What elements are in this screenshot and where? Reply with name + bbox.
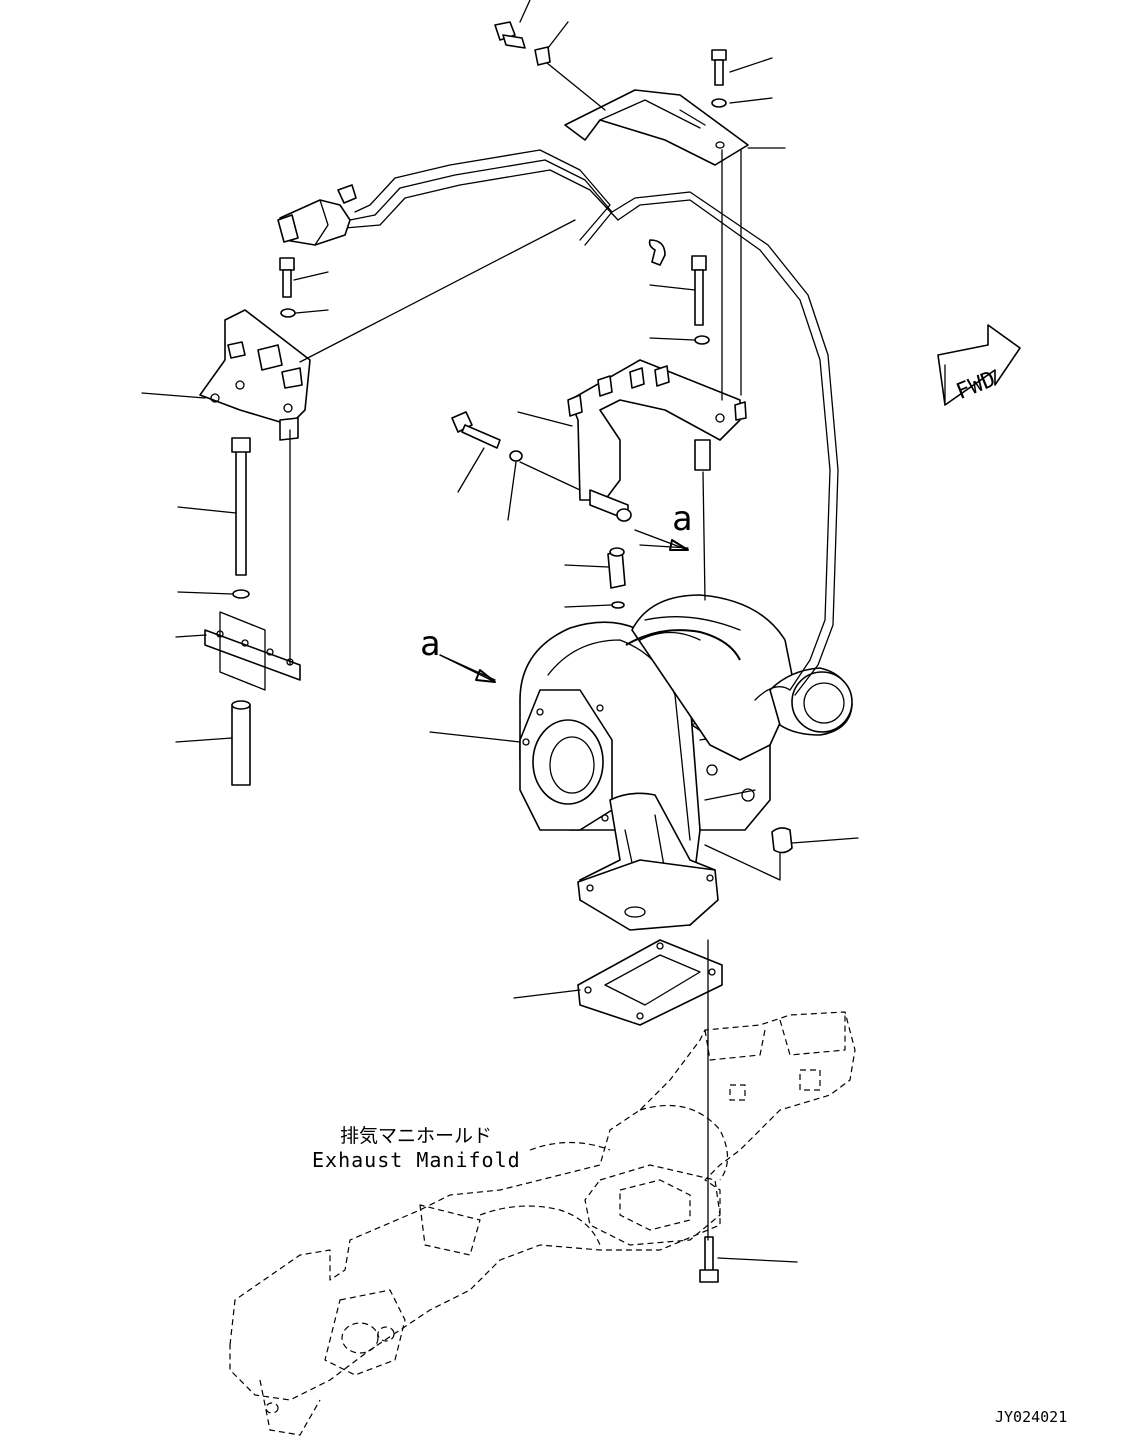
turbocharger — [519, 594, 853, 931]
drawing-code: JY024021 — [995, 1408, 1067, 1426]
view-arrows — [439, 529, 689, 683]
exhaust-manifold-label-jp: 排気マニホールド — [340, 1125, 492, 1147]
leader-lines — [141, 0, 859, 1263]
left-support — [204, 437, 301, 786]
heat-shield-bracket — [564, 89, 749, 166]
gasket — [577, 939, 723, 1026]
view-marker-right: a — [672, 499, 692, 539]
exhaust-manifold — [229, 1011, 856, 1436]
fasteners — [279, 21, 793, 1283]
exhaust-manifold-label-en: Exhaust Manifold — [312, 1148, 521, 1172]
forward-direction-badge: FWD — [937, 324, 1021, 406]
right-bracket — [567, 359, 747, 522]
left-bracket — [199, 309, 311, 441]
assembly-lines — [289, 62, 781, 1241]
oil-lines — [277, 149, 839, 696]
view-marker-left: a — [420, 624, 440, 664]
